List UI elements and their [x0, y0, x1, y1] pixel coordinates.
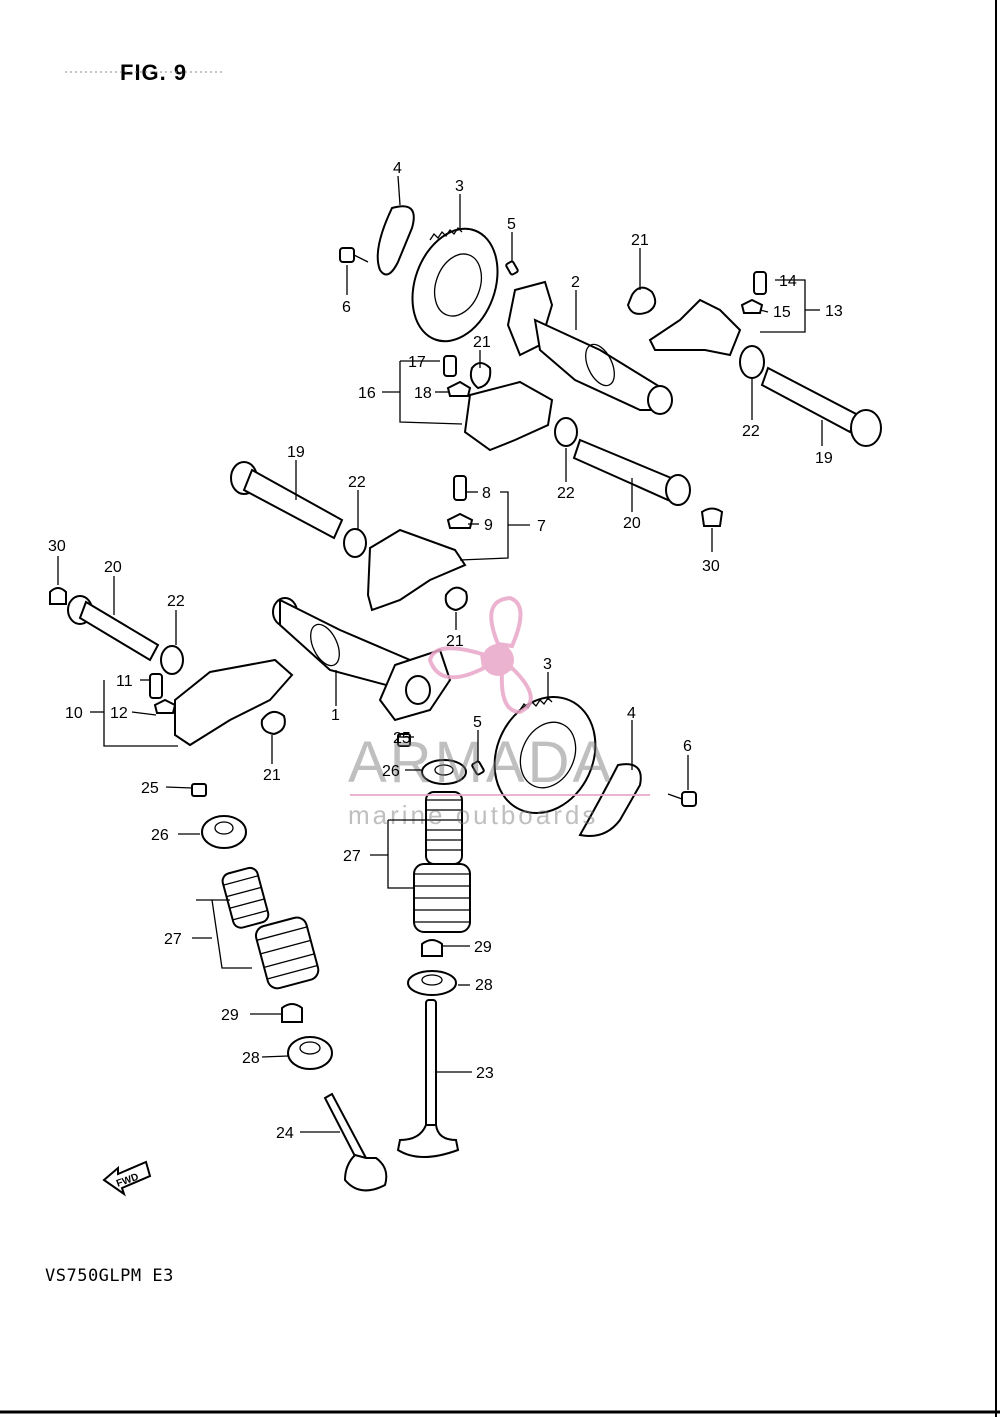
callout-9: 9: [484, 517, 493, 534]
valve-seal-part-29a: [281, 1003, 303, 1023]
rubber-plug-part-21d: [260, 710, 286, 736]
cam-sprocket-part-3: [411, 226, 499, 343]
callout-28: 28: [242, 1050, 260, 1067]
callout-26: 26: [151, 827, 169, 844]
cam-retainer-part-4: [376, 205, 415, 276]
bolt-part-6: [339, 247, 369, 263]
callout-30: 30: [48, 538, 66, 555]
model-code: VS750GLPM E3: [45, 1266, 174, 1286]
washer-part-22a: [739, 345, 765, 379]
callout-25: 25: [141, 780, 159, 797]
dowel-pin-part-5: [505, 260, 519, 276]
washer-part-22d: [160, 645, 184, 675]
callout-5: 5: [473, 714, 482, 731]
callout-27: 27: [164, 931, 182, 948]
cap-part-30b: [700, 507, 724, 527]
callout-labels: 4 3 5 2 21 14 15 13 6 17 21 16 18 22 19 …: [48, 160, 843, 1142]
forward-arrow-icon: FWD: [102, 1160, 152, 1197]
callout-17: 17: [408, 354, 426, 371]
rubber-plug-part-21: [626, 286, 657, 315]
cam-sprocket-part-3b: [493, 695, 597, 815]
callout-30: 30: [702, 558, 720, 575]
callout-14: 14: [779, 273, 797, 290]
watermark-brand: ARMADA: [348, 730, 614, 795]
dowel-pin-part-5b: [471, 760, 485, 776]
callout-4: 4: [627, 705, 636, 722]
callout-21: 21: [473, 334, 491, 351]
callout-11: 11: [116, 673, 133, 690]
callout-23: 23: [476, 1065, 494, 1082]
callout-19: 19: [287, 444, 305, 461]
callout-22: 22: [557, 485, 575, 502]
callout-28: 28: [475, 977, 493, 994]
callout-19: 19: [815, 450, 833, 467]
rocker-arm-part-7: [366, 475, 474, 612]
callout-2: 2: [571, 274, 580, 291]
valve-part-24: [323, 1092, 388, 1192]
callout-13: 13: [825, 303, 843, 320]
valve-seal-part-29b: [421, 939, 443, 957]
callout-26: 26: [382, 763, 400, 780]
callout-22: 22: [348, 474, 366, 491]
rocker-shaft-part-20b: [67, 595, 160, 662]
spring-seat-part-28a: [287, 1036, 333, 1070]
valve-part-23: [396, 999, 460, 1158]
callout-12: 12: [110, 705, 128, 722]
washer-part-22b: [343, 528, 367, 558]
callout-4: 4: [393, 160, 402, 177]
cap-part-30a: [49, 587, 67, 605]
bolt-part-6b: [667, 791, 697, 807]
callout-18: 18: [414, 385, 432, 402]
callout-21: 21: [631, 232, 649, 249]
valve-spring-part-27a: [413, 791, 471, 933]
rocker-shaft-part-19b: [230, 461, 344, 540]
watermark-logo: ARMADA marine outboards: [348, 595, 650, 830]
camshaft-part-2: [506, 280, 673, 415]
valve-spring-part-27b: [221, 866, 320, 990]
callout-8: 8: [482, 485, 491, 502]
cam-retainer-part-4b: [578, 763, 642, 837]
rocker-arm-part-13: [648, 271, 767, 357]
callout-22: 22: [167, 593, 185, 610]
rubber-plug-part-21c: [444, 586, 468, 612]
retainer-part-26a: [421, 759, 467, 785]
callout-6: 6: [683, 738, 692, 755]
callout-29: 29: [221, 1007, 239, 1024]
washer-part-22c: [554, 417, 578, 447]
rocker-shaft-part-20a: [572, 438, 691, 506]
callout-21: 21: [263, 767, 281, 784]
rocker-arm-part-16: [443, 355, 554, 452]
callout-20: 20: [104, 559, 122, 576]
callout-22: 22: [742, 423, 760, 440]
spring-seat-part-28b: [407, 970, 457, 996]
callout-3: 3: [455, 178, 464, 195]
callout-29: 29: [474, 939, 492, 956]
callout-3: 3: [543, 656, 552, 673]
callout-25: 25: [393, 730, 411, 747]
callout-5: 5: [507, 216, 516, 233]
callout-10: 10: [65, 705, 83, 722]
callout-20: 20: [623, 515, 641, 532]
rocker-arm-part-10: [149, 658, 294, 747]
callout-6: 6: [342, 299, 351, 316]
callout-1: 1: [331, 707, 340, 724]
watermark-tagline: marine outboards: [348, 800, 598, 830]
retainer-part-26b: [201, 815, 247, 849]
callout-24: 24: [276, 1125, 294, 1142]
camshaft-part-1: [272, 597, 452, 722]
callout-21: 21: [446, 633, 464, 650]
callout-15: 15: [773, 304, 791, 321]
rocker-shaft-part-19a: [760, 366, 882, 447]
callout-7: 7: [537, 518, 546, 535]
leader-lines: [57, 175, 823, 1133]
cotter-part-25b: [191, 783, 207, 797]
callout-27: 27: [343, 848, 361, 865]
callout-16: 16: [358, 385, 376, 402]
